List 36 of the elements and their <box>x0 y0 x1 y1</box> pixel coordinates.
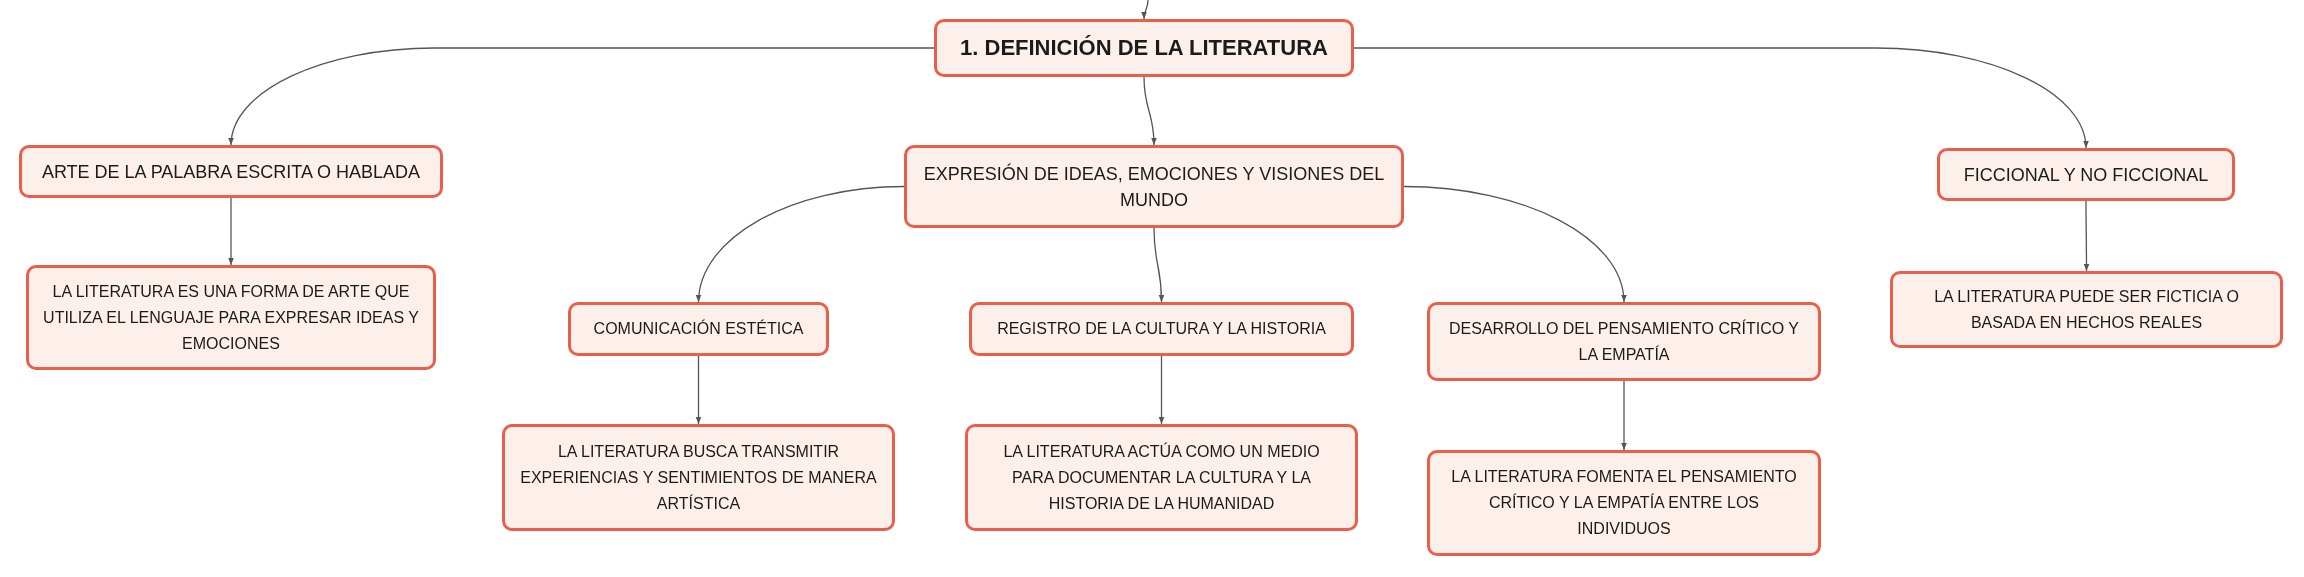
topic-box <box>1937 148 2235 201</box>
topic-box <box>19 145 443 198</box>
subtopic-box <box>965 424 1358 531</box>
topic-text: LA LITERATURA BUSCA TRANSMITIR EXPERIENCIAS Y SENTIMIENTOS DE MANERA ARTÍSTICA <box>519 441 878 514</box>
subtopic-box <box>1427 302 1821 381</box>
topic-text: COMUNICACIÓN ESTÉTICA <box>593 318 804 339</box>
topic-text: REGISTRO DE LA CULTURA Y LA HISTORIA <box>997 319 1326 339</box>
connector-arrow <box>229 47 935 146</box>
connector-arrow <box>1353 47 2088 149</box>
topic-text: ARTE DE LA PALABRA ESCRITA O HABLADA <box>41 160 421 184</box>
connector-arrow <box>696 185 905 303</box>
topic-text: DESARROLLO DEL PENSAMIENTO CRÍTICO Y LA EMPATÍA <box>1448 318 1800 365</box>
connector-arrow <box>1153 227 1165 303</box>
subtopic-box <box>568 302 829 356</box>
connector-arrow <box>228 197 234 266</box>
topic-text: EXPRESIÓN DE IDEAS, EMOCIONES Y VISIONES DEL MUNDO <box>922 162 1386 212</box>
topic-text: LA LITERATURA ES UNA FORMA DE ARTE QUE UTILIZA EL LENGUAJE PARA EXPRESAR IDEAS Y EMOCIONES <box>42 281 420 354</box>
topic-text: FICCIONAL Y NO FICCIONAL <box>1963 163 2209 187</box>
connector-arrow <box>2083 200 2090 272</box>
connector-arrow <box>1403 185 1626 303</box>
topic-text: LA LITERATURA ACTÚA COMO UN MEDIO PARA DOCUMENTAR LA CULTURA Y LA HISTORIA DE LA HUMANIDAD <box>1002 441 1321 514</box>
subtopic-box <box>26 265 436 370</box>
subtopic-box <box>969 302 1354 356</box>
connector-arrow <box>695 355 702 425</box>
subtopic-box <box>1427 450 1821 556</box>
central-topic-box <box>934 19 1354 77</box>
subtopic-box <box>502 424 895 531</box>
topic-text: LA LITERATURA FOMENTA EL PENSAMIENTO CRÍTICO Y LA EMPATÍA ENTRE LOS INDIVIDUOS <box>1450 467 1798 539</box>
topic-text: LA LITERATURA PUEDE SER FICTICIA O BASADA EN HECHOS REALES <box>1933 286 2240 333</box>
subtopic-box <box>1890 271 2283 348</box>
connector-arrow <box>1621 380 1627 451</box>
topic-box <box>904 145 1404 228</box>
connector-arrow <box>1158 355 1165 425</box>
connector-arrow <box>1143 76 1157 146</box>
central-topic-text: 1. DEFINICIÓN DE LA LITERATURA <box>960 35 1328 61</box>
connector-arrow <box>1141 0 1149 20</box>
